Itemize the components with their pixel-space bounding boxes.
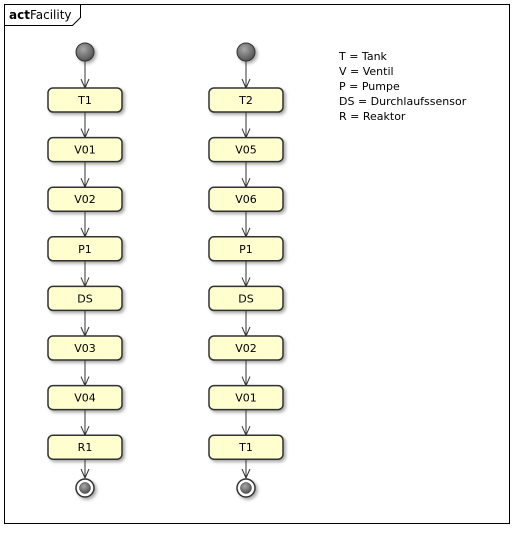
action-node-label: T1	[238, 441, 253, 454]
action-node-label: V05	[235, 144, 257, 157]
start-node	[75, 42, 95, 62]
legend-line: V = Ventil	[339, 65, 394, 78]
action-node-label: T2	[238, 94, 253, 107]
action-node-label: V04	[74, 392, 96, 405]
flow-arrow-head	[241, 468, 251, 480]
action-node-label: V03	[74, 342, 96, 355]
end-node-center	[240, 482, 252, 494]
action-node-label: V01	[235, 392, 257, 405]
action-node-label: P1	[78, 243, 92, 256]
end-node-center	[79, 482, 91, 494]
action-node-label: V01	[74, 144, 96, 157]
start-node	[236, 42, 256, 62]
frame-title: Facility	[30, 8, 72, 22]
legend-line: T = Tank	[338, 50, 388, 63]
action-node-label: T1	[77, 94, 92, 107]
flow-arrow-head	[80, 468, 90, 480]
frame-keyword: act	[9, 8, 30, 22]
diagram-frame	[4, 4, 510, 524]
frame-name-label: actFacility	[9, 8, 72, 22]
legend: T = Tank V = Ventil P = Pumpe DS = Durch…	[338, 50, 467, 123]
action-node-label: V06	[235, 193, 257, 206]
action-node-label: DS	[238, 292, 253, 305]
action-node-label: DS	[77, 292, 92, 305]
action-node-label: V02	[74, 193, 96, 206]
action-node-label: R1	[78, 441, 93, 454]
legend-line: R = Reaktor	[339, 110, 406, 123]
action-node-label: P1	[239, 243, 253, 256]
legend-line: DS = Durchlaufssensor	[339, 95, 467, 108]
action-node-label: V02	[235, 342, 257, 355]
legend-line: P = Pumpe	[339, 80, 400, 93]
frame-name-tab	[4, 4, 81, 26]
